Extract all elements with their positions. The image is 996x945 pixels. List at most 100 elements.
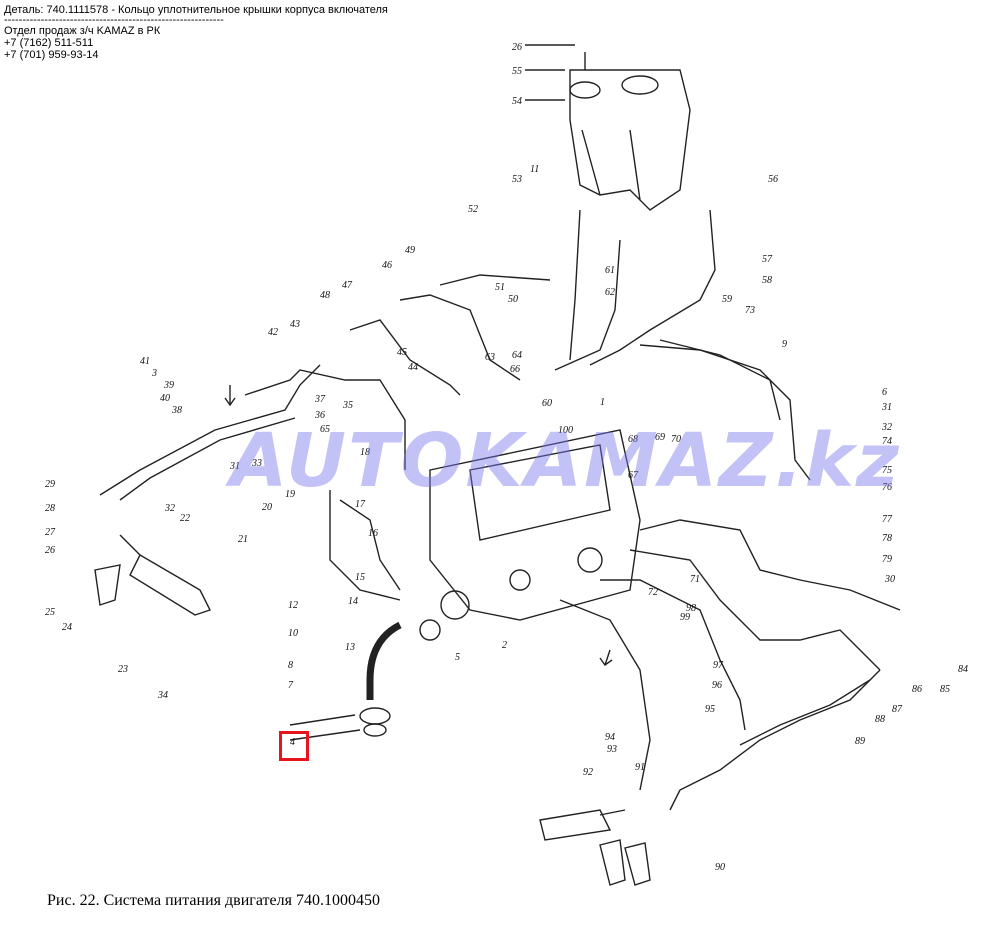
callout-45: 45	[397, 347, 407, 358]
part-title: Деталь: 740.1111578 - Кольцо уплотнитель…	[4, 4, 388, 16]
callout-60: 60	[542, 398, 552, 409]
highlighted-part-frame[interactable]	[279, 731, 309, 761]
callout-61: 61	[605, 265, 615, 276]
callout-51: 51	[495, 282, 505, 293]
callout-85: 85	[940, 684, 950, 695]
callout-32: 32	[881, 422, 892, 433]
callout-97: 97	[713, 660, 724, 671]
callout-50: 50	[508, 294, 518, 305]
callout-6: 6	[882, 387, 887, 398]
callout-32: 32	[164, 503, 175, 514]
callout-15: 15	[355, 572, 365, 583]
callout-1: 1	[600, 397, 605, 408]
callout-46: 46	[382, 260, 392, 271]
callout-30: 30	[884, 574, 895, 585]
callout-58: 58	[762, 275, 772, 286]
callout-71: 71	[690, 574, 700, 585]
callout-26: 26	[512, 42, 522, 53]
callout-10: 10	[288, 628, 298, 639]
callout-3: 3	[151, 368, 157, 379]
callout-63: 63	[485, 352, 495, 363]
callout-55: 55	[512, 66, 522, 77]
callout-9: 9	[782, 339, 787, 350]
callout-96: 96	[712, 680, 722, 691]
callout-2: 2	[502, 640, 507, 651]
callout-19: 19	[285, 489, 295, 500]
callout-95: 95	[705, 704, 715, 715]
phone-number-1: +7 (7162) 511-511	[4, 37, 94, 49]
callout-17: 17	[355, 499, 366, 510]
callout-74: 74	[882, 436, 892, 447]
callout-37: 37	[314, 394, 326, 405]
callout-29: 29	[45, 479, 55, 490]
callout-54: 54	[512, 96, 522, 107]
callout-labels: 2655541156575853526162494651504847454443…	[45, 42, 968, 873]
callout-75: 75	[882, 465, 892, 476]
header-separator: ----------------------------------------…	[4, 14, 224, 26]
callout-14: 14	[348, 596, 358, 607]
callout-21: 21	[238, 534, 248, 545]
callout-66: 66	[510, 364, 520, 375]
callout-28: 28	[45, 503, 55, 514]
callout-69: 69	[655, 432, 665, 443]
callout-40: 40	[160, 393, 170, 404]
callout-94: 94	[605, 732, 615, 743]
callout-20: 20	[262, 502, 272, 513]
callout-57: 57	[762, 254, 773, 265]
phone-number-2: +7 (701) 959-93-14	[4, 49, 99, 61]
sales-department: Отдел продаж з/ч KAMAZ в РК	[4, 25, 161, 37]
callout-39: 39	[163, 380, 174, 391]
callout-79: 79	[882, 554, 892, 565]
callout-41: 41	[140, 356, 150, 367]
callout-26: 26	[45, 545, 55, 556]
callout-4: 4	[290, 737, 295, 748]
callout-53: 53	[512, 174, 522, 185]
callout-92: 92	[583, 767, 593, 778]
callout-49: 49	[405, 245, 415, 256]
callout-64: 64	[512, 350, 522, 361]
callout-42: 42	[268, 327, 278, 338]
callout-68: 68	[628, 434, 638, 445]
callout-13: 13	[345, 642, 355, 653]
callout-22: 22	[180, 513, 190, 524]
callout-5: 5	[455, 652, 460, 663]
callout-7: 7	[288, 680, 294, 691]
callout-72: 72	[648, 587, 658, 598]
callout-93: 93	[607, 744, 617, 755]
callout-47: 47	[342, 280, 353, 291]
callout-11: 11	[530, 164, 539, 175]
callout-65: 65	[320, 424, 330, 435]
callout-99: 99	[680, 612, 690, 623]
callout-31: 31	[229, 461, 240, 472]
callout-12: 12	[288, 600, 298, 611]
callout-35: 35	[342, 400, 353, 411]
callout-27: 27	[45, 527, 56, 538]
callout-78: 78	[882, 533, 892, 544]
callout-18: 18	[360, 447, 370, 458]
callout-25: 25	[45, 607, 55, 618]
callout-77: 77	[882, 514, 893, 525]
callout-8: 8	[288, 660, 293, 671]
callout-91: 91	[635, 762, 645, 773]
callout-56: 56	[768, 174, 778, 185]
callout-98: 98	[686, 603, 696, 614]
callout-24: 24	[62, 622, 72, 633]
callout-86: 86	[912, 684, 922, 695]
callout-62: 62	[605, 287, 615, 298]
callout-87: 87	[892, 704, 903, 715]
callout-70: 70	[671, 434, 681, 445]
callout-34: 34	[157, 690, 168, 701]
callout-90: 90	[715, 862, 725, 873]
callout-88: 88	[875, 714, 885, 725]
figure-caption: Рис. 22. Система питания двигателя 740.1…	[47, 892, 380, 909]
callout-73: 73	[745, 305, 755, 316]
callout-67: 67	[628, 470, 639, 481]
callout-52: 52	[468, 204, 478, 215]
callout-33: 33	[251, 458, 262, 469]
callout-31: 31	[881, 402, 892, 413]
callout-36: 36	[314, 410, 325, 421]
callout-100: 100	[558, 425, 573, 436]
callout-89: 89	[855, 736, 865, 747]
